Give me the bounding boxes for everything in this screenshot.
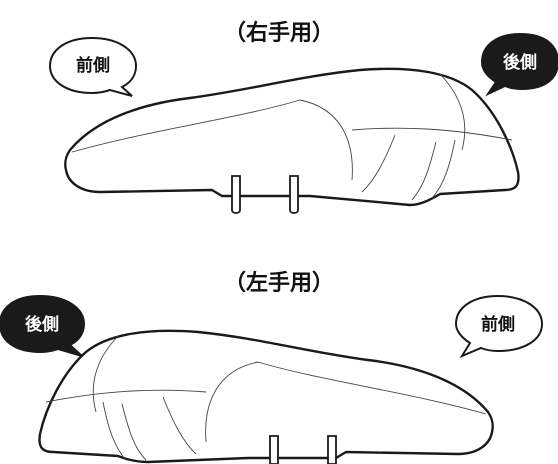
mouse-seam [439, 73, 466, 151]
mouse-seam [351, 127, 513, 141]
connector-strap [269, 435, 279, 464]
left-hand-section: （左手用） 後側 前側 [0, 270, 544, 464]
mouse-seam [71, 99, 301, 153]
mouse-seam [299, 99, 353, 181]
right-hand-title: （右手用） [224, 21, 334, 46]
mouse-seam [92, 335, 119, 413]
back-label: 後側 [25, 314, 59, 335]
connector-strap [231, 175, 241, 214]
back-label-bubble: 後側 [0, 294, 86, 357]
front-label: 前側 [481, 314, 515, 335]
mouse-seam [102, 401, 127, 461]
front-label-bubble: 前側 [454, 294, 544, 359]
right-hand-mouse-illustration [64, 67, 520, 214]
connector-strap [327, 435, 337, 464]
back-label-bubble: 後側 [480, 32, 558, 97]
mouse-seam [257, 361, 487, 415]
mouse-seam [431, 139, 456, 199]
right-hand-section: （右手用） 前側 後側 [48, 21, 558, 214]
mouse-seam [162, 396, 197, 455]
left-hand-mouse-illustration [38, 329, 494, 464]
back-label: 後側 [503, 52, 537, 73]
mouse-seam [45, 389, 207, 403]
mouse-seam [205, 361, 259, 443]
mouse-seam [121, 403, 147, 461]
mouse-body-outline [64, 67, 520, 207]
connector-strap [289, 175, 299, 214]
speech-bubble-shape [48, 36, 138, 97]
mouse-seam [361, 134, 396, 193]
mouse-seam [411, 141, 437, 201]
speech-bubble-shape [454, 294, 544, 359]
front-label: 前側 [76, 55, 110, 76]
left-hand-title: （左手用） [224, 270, 334, 296]
speech-bubble-shape [0, 294, 86, 357]
front-label-bubble: 前側 [48, 36, 138, 97]
mouse-body-outline [38, 329, 494, 464]
